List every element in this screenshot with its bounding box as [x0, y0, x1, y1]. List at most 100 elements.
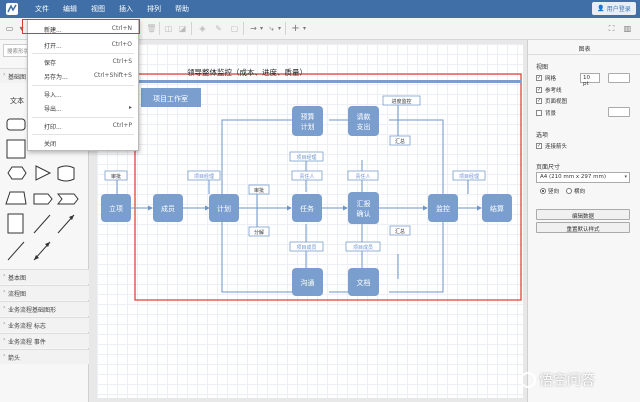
page-size-select[interactable]: A4 (210 mm x 297 mm)▾: [536, 172, 630, 183]
menu-print[interactable]: 打印...Ctrl+P: [44, 122, 132, 131]
login-button[interactable]: 👤 用户登录: [592, 2, 636, 15]
chevron-down-icon[interactable]: ▾: [19, 24, 24, 33]
portrait-radio[interactable]: 竖向: [540, 187, 559, 195]
node-jiankong[interactable]: 监控: [428, 194, 458, 222]
section-bpmn-basic[interactable]: 业务流程基础图形: [0, 301, 89, 316]
tag-xmjl-3[interactable]: 项目经理: [452, 170, 486, 181]
tag-fenjie[interactable]: 分解: [248, 226, 270, 237]
line-shape[interactable]: [7, 241, 25, 261]
menu-help[interactable]: 帮助: [175, 5, 189, 13]
tag-shenpi-2[interactable]: 审批: [248, 184, 270, 195]
fullscreen-icon[interactable]: ⛶: [608, 23, 615, 33]
node-chengyuan[interactable]: 成员: [153, 194, 183, 222]
plus-icon[interactable]: +: [291, 23, 300, 34]
project-studio-box[interactable]: [141, 88, 201, 107]
node-jiesuan[interactable]: 结算: [482, 194, 512, 222]
menu-import[interactable]: 导入...: [44, 92, 62, 99]
node-goutong[interactable]: 沟通: [292, 268, 323, 296]
panel-toggle-icon[interactable]: ▥: [623, 24, 632, 33]
square-shape[interactable]: [6, 139, 26, 159]
text-shape-label[interactable]: 文本: [10, 97, 24, 105]
tag-xmjl-2[interactable]: 项目经理: [289, 151, 324, 162]
section-bpmn-events[interactable]: 业务流程 事件: [0, 333, 89, 348]
menu-open[interactable]: 打开...Ctrl+O: [44, 41, 132, 50]
diagram-page[interactable]: 领导整体监控（成本、进度、质量） 项目工作室: [97, 44, 523, 398]
menu-edit[interactable]: 编辑: [63, 5, 77, 13]
chevron-right-icon: ▸: [128, 104, 132, 111]
grid-checkbox[interactable]: ✓网格: [536, 75, 557, 82]
tag-xmcy-1[interactable]: 项目成员: [289, 241, 324, 252]
node-qingkuan-line1: 请款: [357, 112, 371, 121]
section-flowchart[interactable]: 流程图: [0, 285, 89, 300]
reset-style-button[interactable]: 重置默认样式: [536, 222, 630, 233]
chevron-down-icon[interactable]: ▾: [259, 25, 263, 32]
grid-size-input[interactable]: 10 pt: [580, 73, 600, 87]
pentagon-shape[interactable]: [33, 193, 53, 205]
tag-shenpi-1[interactable]: 审批: [104, 170, 128, 181]
tag-xmcy-2[interactable]: 项目成员: [345, 241, 381, 252]
node-lixiang[interactable]: 立项: [101, 194, 131, 222]
canvas-area[interactable]: 领导整体监控（成本、进度、质量） 项目工作室: [89, 40, 527, 402]
page-icon[interactable]: ▭: [5, 24, 14, 33]
node-wendang[interactable]: 文档: [348, 268, 379, 296]
menu-save-as[interactable]: 另存为...Ctrl+Shift+S: [44, 72, 132, 81]
svg-text:任务: 任务: [300, 204, 314, 213]
shadow-icon[interactable]: ▢: [230, 24, 239, 33]
trapezoid-shape[interactable]: [5, 191, 27, 205]
line-color-icon[interactable]: ✎: [215, 24, 222, 33]
chevron-down-icon[interactable]: ▾: [302, 25, 306, 32]
new-menu-highlight: [22, 19, 140, 34]
menu-arrange[interactable]: 排列: [147, 5, 161, 13]
tag-zerenren-1[interactable]: 责任人: [291, 170, 323, 181]
section-bpmn-markers[interactable]: 业务流程 标志: [0, 317, 89, 332]
triangle-shape[interactable]: [35, 165, 52, 181]
document-shape[interactable]: [7, 213, 24, 234]
menu-new[interactable]: 新建...Ctrl+N: [44, 25, 132, 34]
line-shape[interactable]: [33, 214, 51, 234]
menu-view[interactable]: 视图: [91, 5, 105, 13]
chevron-down-icon[interactable]: ▾: [277, 25, 281, 32]
guides-checkbox[interactable]: ✓参考线: [536, 87, 562, 94]
node-huibao-line2: 确认: [357, 209, 371, 218]
connector-straight-icon[interactable]: →: [250, 24, 257, 33]
watermark-logo-icon: [520, 372, 536, 388]
tag-jindu[interactable]: 进度监控: [382, 95, 421, 106]
background-color-picker[interactable]: [608, 107, 630, 117]
background-checkbox[interactable]: 背景: [536, 109, 556, 117]
menu-export[interactable]: 导出...▸: [44, 104, 132, 113]
to-front-icon[interactable]: ◫: [164, 24, 173, 33]
node-renwu[interactable]: 任务: [292, 194, 322, 222]
hexagon-shape[interactable]: [7, 166, 27, 180]
tag-huizong-2[interactable]: 汇总: [389, 225, 411, 236]
node-jihua[interactable]: 计划: [209, 194, 239, 222]
to-back-icon[interactable]: ◪: [178, 24, 187, 33]
svg-text:项目成员: 项目成员: [353, 244, 373, 251]
section-arrows[interactable]: 箭头: [0, 349, 89, 364]
page-view-checkbox[interactable]: ✓页面视图: [536, 98, 568, 105]
menu-insert[interactable]: 插入: [119, 5, 133, 13]
connector-elbow-icon[interactable]: ⤷: [269, 23, 274, 33]
chevron-shape[interactable]: [56, 193, 79, 205]
delete-icon[interactable]: 🗑: [146, 24, 157, 33]
user-icon: 👤: [597, 5, 605, 12]
landscape-radio[interactable]: 横向: [566, 187, 585, 195]
fill-color-icon[interactable]: ◈: [199, 24, 206, 33]
menu-close[interactable]: 关闭: [44, 141, 57, 148]
edit-data-button[interactable]: 编辑数据: [536, 209, 630, 220]
tag-huizong-1[interactable]: 汇总: [389, 135, 411, 146]
tag-xmjl-1[interactable]: 项目经理: [187, 170, 221, 181]
cylinder-shape[interactable]: [57, 165, 75, 182]
grid-color-picker[interactable]: [608, 73, 630, 83]
menu-file[interactable]: 文件: [35, 5, 49, 13]
node-huibao-line1: 汇报: [357, 199, 371, 208]
connection-arrows-checkbox[interactable]: ✓连接箭头: [536, 143, 568, 150]
section-basic[interactable]: 基本图: [0, 269, 89, 284]
diagram-title[interactable]: 领导整体监控（成本、进度、质量）: [187, 67, 307, 77]
tag-zerenren-2[interactable]: 责任人: [347, 170, 379, 181]
rounded-rect-shape[interactable]: [6, 118, 26, 131]
